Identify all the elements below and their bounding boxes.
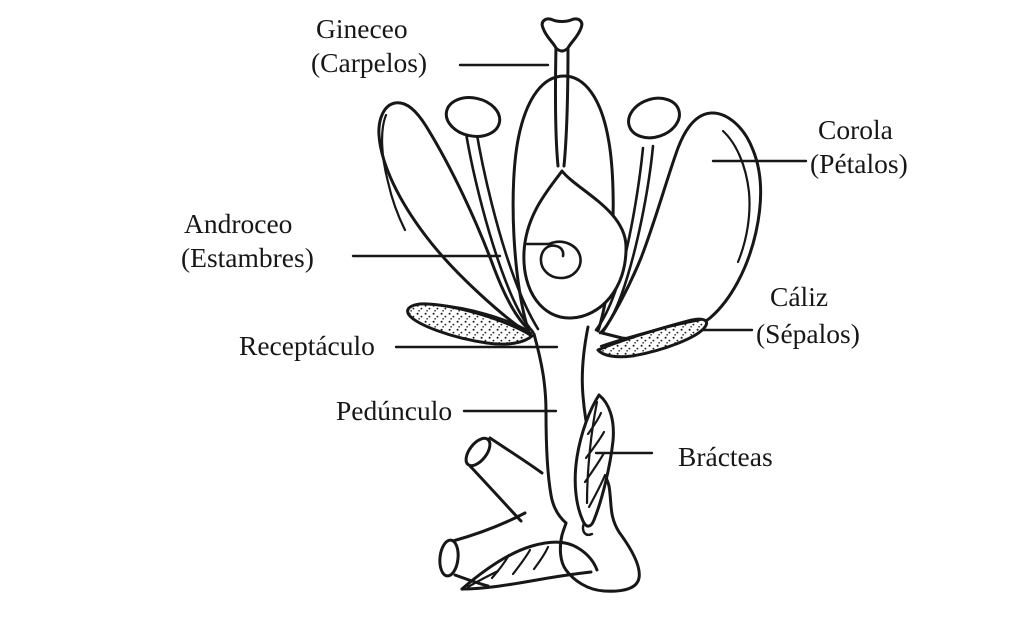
bract-vein-3 (583, 451, 606, 484)
branch-stub-upper-cut-end (464, 436, 492, 468)
basal-leaf-vein-2 (511, 548, 532, 576)
sepal-left-edge-line (435, 303, 529, 332)
petal-right-inner-edge (721, 129, 751, 264)
sepal-left-stipple (407, 303, 532, 345)
label-receptaculo: Receptáculo (239, 330, 375, 361)
label-gineceo-line1: Gineceo (316, 13, 408, 44)
bract-curl (581, 521, 594, 536)
basal-leaf-vein-3 (532, 545, 550, 571)
sepal-right-stipple (598, 319, 707, 357)
bract-vein-2 (584, 430, 606, 460)
stamen-right-filament (598, 144, 655, 335)
basal-leaf-lower-edge (460, 570, 593, 591)
label-corola-line1: Corola (818, 114, 893, 145)
branch-stub-upper-bottom-edge (468, 464, 523, 523)
label-gineceo-line2: (Carpelos) (311, 47, 427, 78)
branch-stub-upper-top-edge (488, 436, 544, 475)
ovary-outline (522, 169, 628, 320)
stamen-left-filament-2 (474, 127, 540, 331)
petal-left (377, 101, 534, 336)
branch-stub-lower-cut-end (438, 538, 460, 578)
sepal-right-edge-line (599, 318, 702, 348)
petal-left-inner-edge (380, 113, 407, 232)
label-androceo-line1: Androceo (184, 208, 292, 239)
bract-vein-4 (587, 473, 607, 509)
ovule-spiral (539, 240, 582, 280)
stigma (540, 17, 584, 53)
branch-stub-lower-top-edge (451, 511, 527, 543)
label-caliz-line2: (Sépalos) (756, 318, 860, 349)
anther-right (627, 96, 681, 140)
label-pedunculo: Pedúnculo (336, 395, 452, 426)
anther-left (444, 96, 502, 138)
label-caliz-line1: Cáliz (770, 281, 828, 312)
bract-vein-1 (586, 411, 603, 436)
stem-base (558, 484, 641, 593)
stem-left-edge (532, 332, 568, 525)
label-bracteas: Brácteas (678, 441, 773, 472)
basal-leaf-vein-1 (490, 553, 511, 580)
style-left-line (553, 44, 560, 168)
style-right-line (562, 44, 570, 168)
bract (573, 393, 615, 528)
basal-leaf-upper-edge (460, 540, 599, 591)
label-androceo-line2: (Estambres) (181, 242, 314, 273)
stamen-left-filament (464, 131, 535, 334)
petal-right (600, 111, 763, 341)
label-corola-line2: (Pétalos) (810, 148, 908, 179)
